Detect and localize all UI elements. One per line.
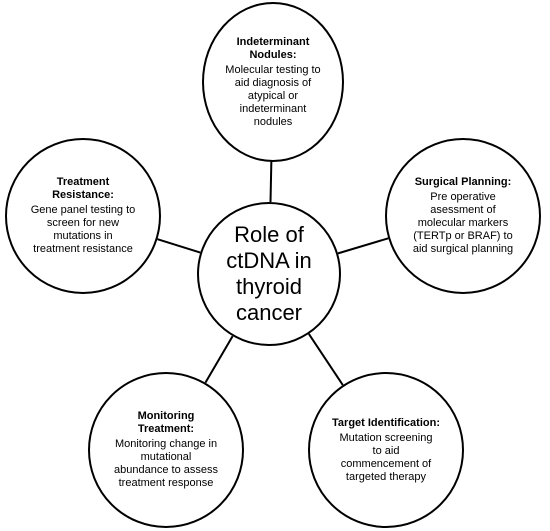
node-title-line: Nodules: (249, 48, 297, 61)
center-label: Role of ctDNA in thyroid cancer (226, 222, 312, 326)
node-description: Mutation screening to aid commencement o… (340, 432, 433, 484)
node-desc-line: mutations in (53, 230, 113, 242)
node-desc-line: aid diagnosis of (234, 76, 312, 89)
node-target-identification: Target Identification: Mutation screenin… (308, 372, 464, 528)
node-title: Treatment Resistance: (52, 176, 114, 202)
node-desc-line: treatment resistance (33, 243, 133, 255)
node-title: Monitoring Treatment: (138, 410, 195, 436)
connector-line (157, 238, 201, 254)
connector-line (204, 335, 234, 384)
node-title: Target Identification: (332, 417, 440, 430)
node-title-line: Treatment (56, 176, 110, 188)
node-description: Gene panel testing to screen for new mut… (31, 204, 136, 256)
node-description: Molecular testing to aid diagnosis of at… (225, 64, 320, 129)
node-desc-line: treatment response (118, 477, 214, 489)
node-desc-line: aid surgical planning (412, 243, 514, 255)
node-desc-line: commencement of (340, 457, 432, 470)
node-desc-line: to aid (372, 444, 400, 457)
node-desc-line: mutational (140, 451, 192, 463)
node-desc-line: abundance to assess (114, 464, 218, 476)
node-monitoring-treatment: Monitoring Treatment: Monitoring change … (88, 372, 244, 528)
node-desc-line: nodules (253, 115, 293, 128)
node-desc-line: Molecular testing to (225, 63, 321, 76)
node-title-line: Resistance: (52, 189, 114, 201)
node-title-line: Target Identification: (332, 416, 440, 429)
node-treatment-resistance: Treatment Resistance: Gene panel testing… (5, 138, 161, 294)
node-desc-line: atypical or (247, 89, 299, 102)
node-desc-line: Gene panel testing to (30, 204, 136, 216)
node-title-line: Indeterminant (236, 35, 310, 48)
node-desc-line: screen for new (46, 217, 120, 229)
node-title: Indeterminant Nodules: (237, 36, 310, 62)
center-label-line: cancer (235, 300, 303, 325)
node-desc-line: Monitoring change in (114, 438, 218, 450)
node-description: Monitoring change in mutational abundanc… (114, 438, 218, 490)
center-label-line: thyroid (235, 274, 303, 299)
center-node: Role of ctDNA in thyroid cancer (197, 202, 341, 346)
node-desc-line: molecular markers (417, 217, 509, 229)
node-indeterminant-nodules: Indeterminant Nodules: Molecular testing… (202, 2, 344, 162)
node-surgical-planning: Surgical Planning: Pre operative asessme… (385, 138, 541, 294)
connector-line (308, 333, 344, 386)
node-title-line: Surgical Planning: (414, 176, 512, 188)
node-desc-line: targeted therapy (345, 470, 427, 483)
node-title-line: Treatment: (137, 423, 195, 435)
node-desc-line: (TERTp or BRAF) to (413, 230, 513, 242)
center-label-line: ctDNA in (226, 248, 312, 273)
node-desc-line: asessment of (430, 204, 496, 216)
node-desc-line: Mutation screening (339, 431, 433, 444)
center-label-line: Role of (234, 222, 304, 247)
node-title-line: Monitoring (137, 410, 195, 422)
node-title: Surgical Planning: (415, 176, 512, 189)
node-desc-line: Pre operative (430, 191, 496, 203)
node-desc-line: indeterminant (239, 102, 307, 115)
node-description: Pre operative asessment of molecular mar… (413, 191, 513, 256)
connector-line (337, 237, 389, 255)
